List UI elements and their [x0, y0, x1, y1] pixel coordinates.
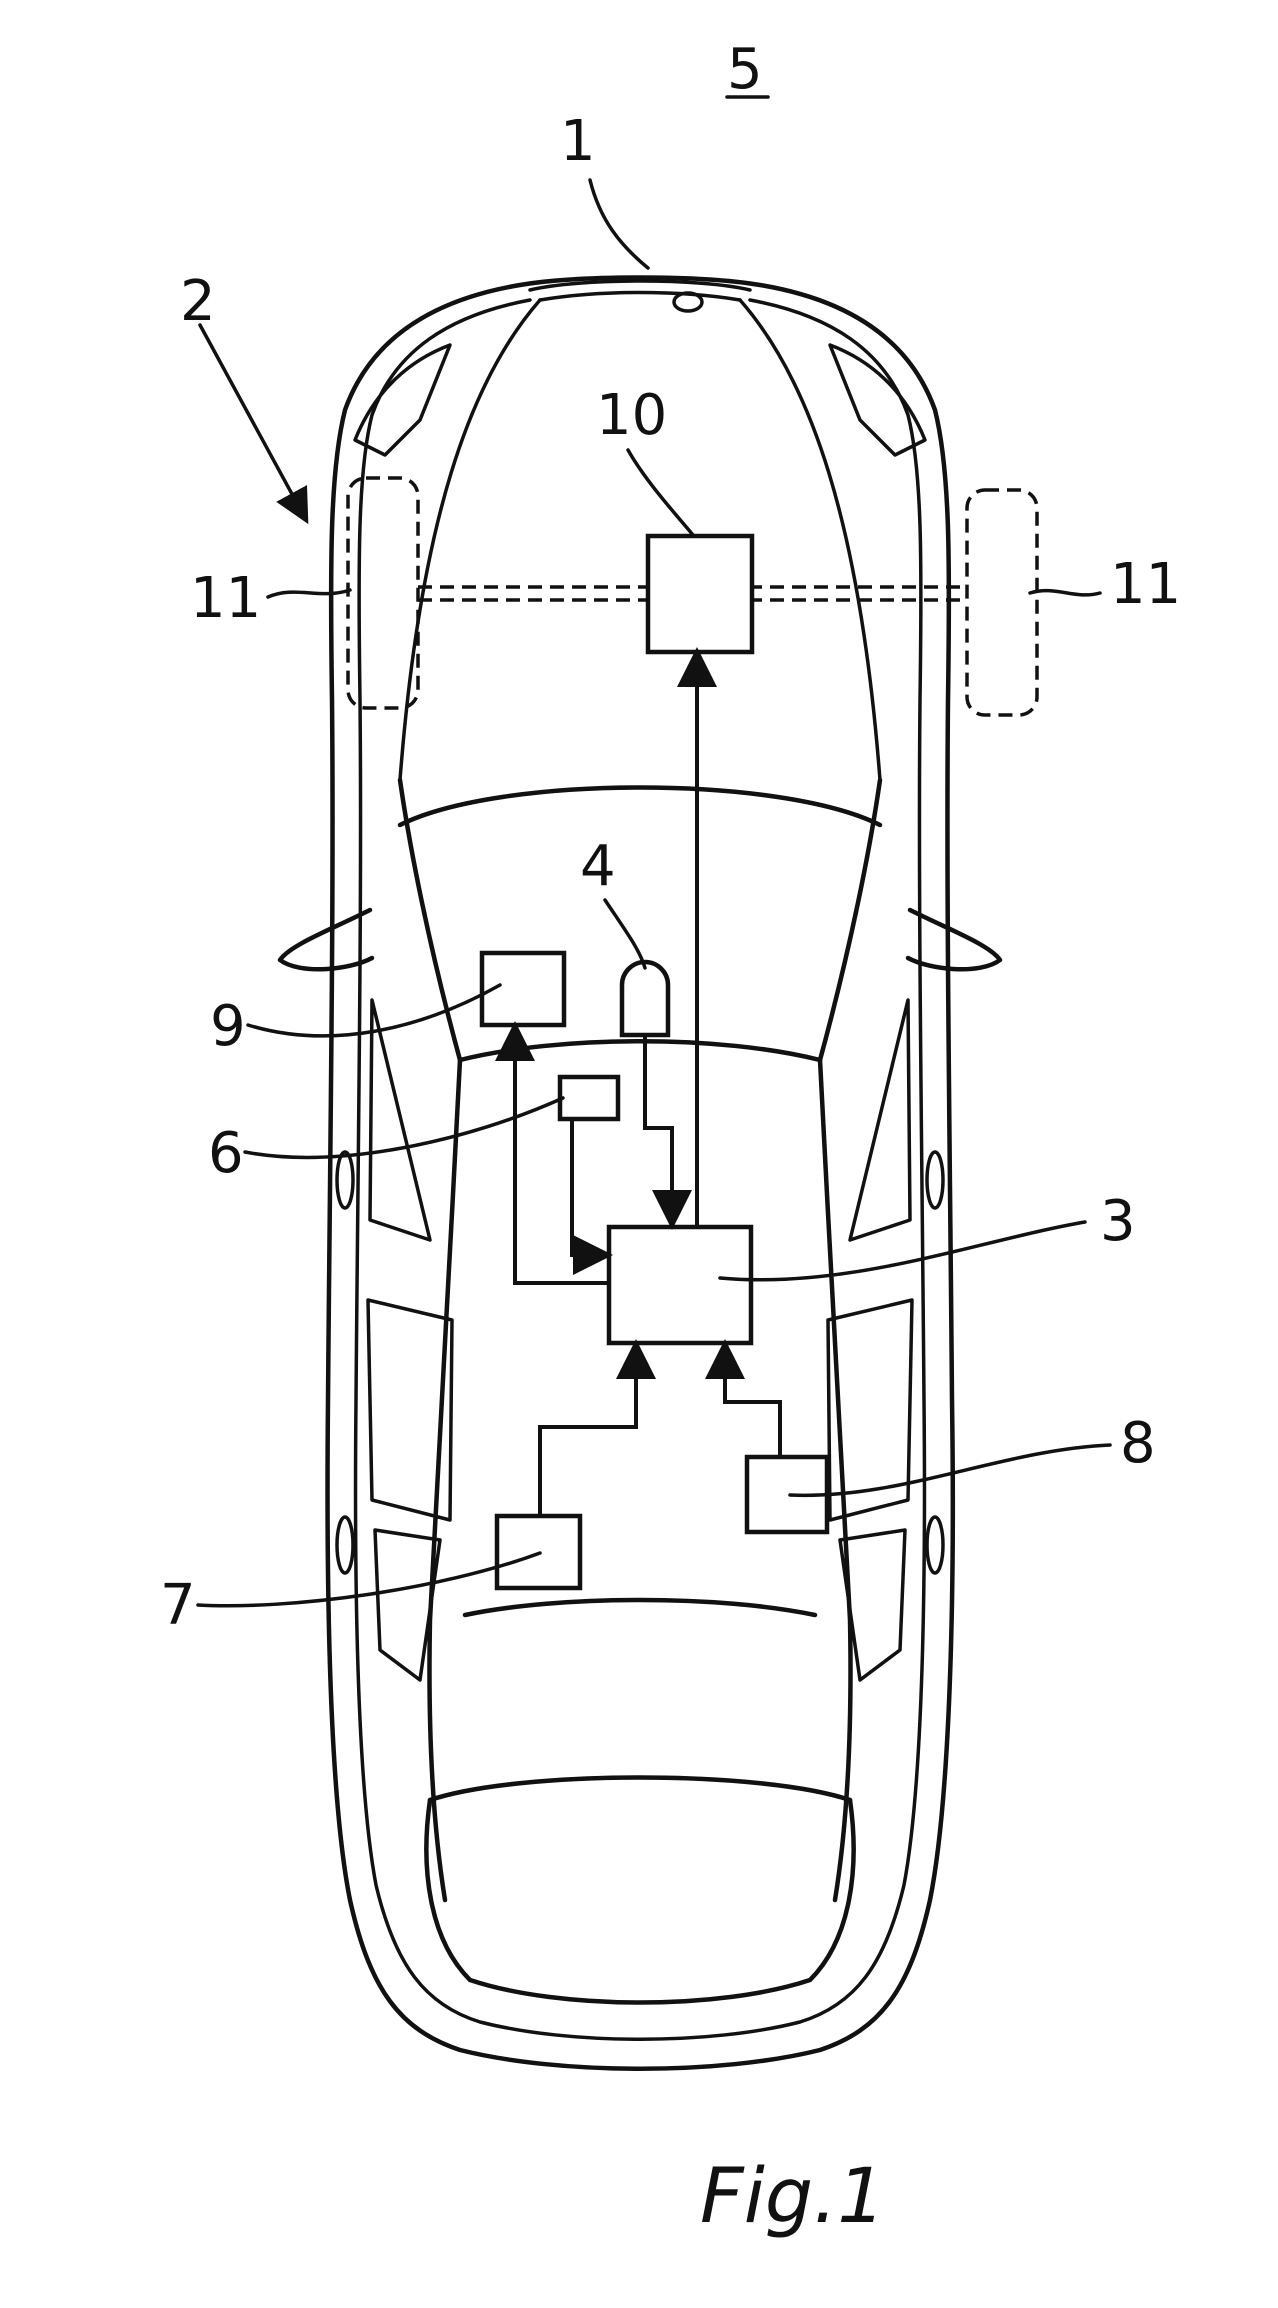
front-grille [528, 279, 752, 302]
side-window-left-rear [373, 1528, 442, 1682]
label-7: 7 [160, 1573, 196, 1638]
label-5: 5 [727, 37, 763, 102]
label-11-right: 11 [1110, 552, 1181, 617]
leader-3 [718, 1220, 1087, 1282]
box-3-control-unit [606, 1224, 754, 1346]
car-body-inner [353, 298, 927, 2041]
headlight-unit-left [346, 476, 420, 710]
leader-8 [788, 1443, 1112, 1498]
label-10: 10 [596, 383, 667, 448]
front-emblem [672, 291, 704, 313]
leader-11-left [266, 588, 352, 599]
door-handle-left-rear [335, 1515, 355, 1575]
leader-7 [196, 1551, 542, 1608]
label-2: 2 [180, 269, 216, 334]
label-9: 9 [210, 994, 246, 1059]
label-8: 8 [1120, 1411, 1156, 1476]
box-10-light-control [645, 533, 755, 655]
label-6: 6 [208, 1121, 244, 1186]
windshield-top [397, 785, 883, 828]
side-window-left-mid [366, 1298, 454, 1522]
link-4-to-3 [643, 1035, 692, 1230]
door-handle-left-front [335, 1150, 355, 1210]
hood-line-right [738, 298, 882, 782]
a-pillar-right [817, 777, 883, 1063]
side-window-right-mid [826, 1298, 914, 1522]
rear-window-bottom [427, 1775, 853, 1803]
headlight-right [828, 343, 927, 457]
leader-10 [626, 448, 695, 537]
label-3: 3 [1100, 1189, 1136, 1254]
car-body-outer [325, 275, 956, 2071]
link-3-to-9 [495, 1021, 609, 1285]
leader-2-arrow [198, 323, 309, 525]
side-window-right-front [848, 998, 912, 1242]
cabin-left [427, 1057, 463, 1903]
box-4-sensor [619, 959, 671, 1038]
leader-4 [603, 898, 647, 970]
door-handle-right-front [925, 1150, 945, 1210]
trunk-line [424, 1797, 856, 2005]
figure-caption: Fig.1 [700, 2151, 886, 2240]
link-8-to-3 [705, 1339, 782, 1457]
door-handle-right-rear [925, 1515, 945, 1575]
link-6-to-3 [570, 1119, 613, 1275]
label-1: 1 [560, 109, 596, 174]
rear-window-top [462, 1597, 818, 1618]
label-4: 4 [580, 834, 616, 899]
side-window-left-front [368, 998, 432, 1242]
box-6-unit [557, 1074, 621, 1122]
a-pillar-left [397, 777, 463, 1063]
leader-9 [246, 983, 502, 1038]
headlight-unit-right [965, 488, 1039, 717]
leader-11-right [1028, 588, 1102, 597]
label-11-left: 11 [190, 566, 261, 631]
mirror-left [277, 907, 375, 972]
mirror-right [905, 907, 1003, 972]
headlight-left [353, 343, 452, 457]
vehicle-outline [277, 275, 1003, 2071]
hood-line-left [398, 298, 542, 782]
leader-6 [243, 1096, 565, 1160]
leader-1 [588, 178, 650, 270]
link-7-to-3 [538, 1339, 656, 1516]
side-window-right-rear [838, 1528, 907, 1682]
